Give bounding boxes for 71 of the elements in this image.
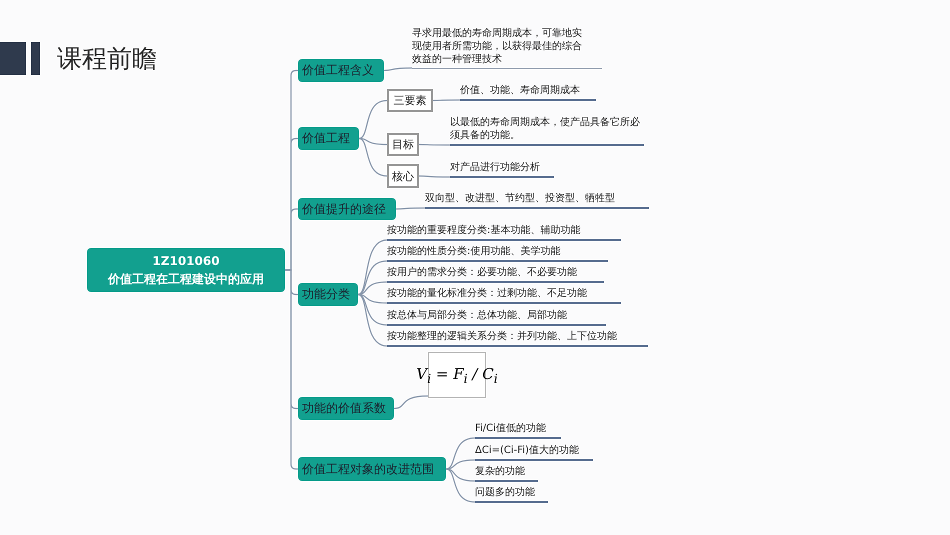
leaf-text	[387, 264, 604, 283]
node-text: 复杂的功能	[475, 465, 526, 478]
page-title: 课程前瞻	[57, 43, 157, 75]
node-text: 对产品进行功能分析	[450, 161, 541, 174]
connector-line	[394, 395, 428, 410]
connector-line	[419, 144, 450, 146]
node-text: 寻求用最低的寿命周期成本，可靠地实现使用者所需功能，以获得最佳的综合效益的一种管理技术	[412, 27, 583, 66]
connector-line	[358, 281, 388, 296]
connector-line	[358, 138, 388, 146]
topic-box	[298, 127, 359, 150]
node-text: 双向型、改进型、节约型、投资型、牺牲型	[425, 192, 616, 205]
leaf-text	[387, 243, 608, 262]
topic-text: 价值工程在工程建设中的应用	[108, 271, 264, 288]
node-text: 功能分类	[302, 286, 351, 303]
connector-line	[396, 207, 425, 210]
node-text: Fi/Ci值低的功能	[475, 422, 547, 435]
central-topic	[87, 248, 285, 292]
node-text: 价值、功能、寿命周期成本	[460, 84, 581, 97]
connector-line	[419, 175, 450, 178]
node-text: 核心	[392, 168, 414, 184]
topic-text: 1Z101060	[152, 253, 220, 270]
topic-box	[298, 457, 446, 481]
node-text: 价值工程对象的改进范围	[302, 460, 435, 478]
leaf-text	[412, 26, 602, 69]
connector-line	[358, 100, 388, 140]
leaf-text	[450, 159, 554, 178]
leaf-text	[387, 222, 621, 241]
node-text: 按用户的需求分类：必要功能、不必要功能	[387, 266, 578, 279]
subtopic-box	[387, 133, 419, 156]
leaf-text	[387, 285, 621, 304]
node-text: 三要素	[394, 93, 426, 108]
node-text: 以最低的寿命周期成本，使产品具备它所必须具备的功能。	[450, 116, 641, 142]
node-text: 按总体与局部分类：总体功能、局部功能	[387, 309, 568, 322]
leaf-text	[387, 307, 606, 326]
node-text: 功能的价值系数	[302, 400, 387, 417]
connector-line	[446, 437, 476, 470]
node-text: 按功能的重要程度分类:基本功能、辅助功能	[387, 224, 582, 237]
node-text: 按功能的性质分类:使用功能、美学功能	[387, 245, 562, 258]
node-text: 目标	[392, 137, 414, 152]
connector-line	[358, 294, 388, 326]
node-text: 按功能的量化标准分类：过剩功能、不足功能	[387, 287, 588, 300]
topic-box	[298, 397, 394, 420]
leaf-text	[475, 484, 548, 503]
node-text: 价值工程含义	[302, 62, 375, 79]
connector-line	[358, 239, 388, 296]
connector-line	[433, 99, 460, 102]
leaf-text	[425, 190, 649, 209]
leaf-text	[387, 328, 648, 347]
connector-line	[446, 459, 476, 470]
connector-line	[446, 468, 476, 482]
connector-line	[384, 67, 412, 72]
node-text: 价值提升的途径	[302, 200, 387, 218]
connector-line	[358, 138, 388, 177]
connector-line	[358, 260, 388, 296]
leaf-text	[475, 420, 561, 439]
connector-line	[446, 468, 476, 503]
node-text: 按功能整理的逻辑关系分类：并列功能、上下位功能	[387, 330, 618, 343]
connector-line	[358, 294, 388, 304]
topic-box	[298, 283, 358, 306]
subtopic-box	[387, 164, 419, 188]
node-text: 价值工程	[302, 130, 351, 147]
topic-box	[298, 59, 384, 82]
node-text: 问题多的功能	[475, 486, 536, 499]
subtopic-box	[387, 89, 433, 112]
leaf-text	[475, 463, 538, 482]
topic-box	[298, 198, 396, 220]
node-text: ΔCi=(Ci-Fi)值大的功能	[475, 444, 580, 457]
node-text: V$_{i}$ = F$_{i}$ / C$_{i}$	[416, 364, 498, 386]
connector-line	[358, 294, 388, 347]
leaf-text	[460, 82, 596, 101]
leaf-text	[475, 442, 593, 461]
